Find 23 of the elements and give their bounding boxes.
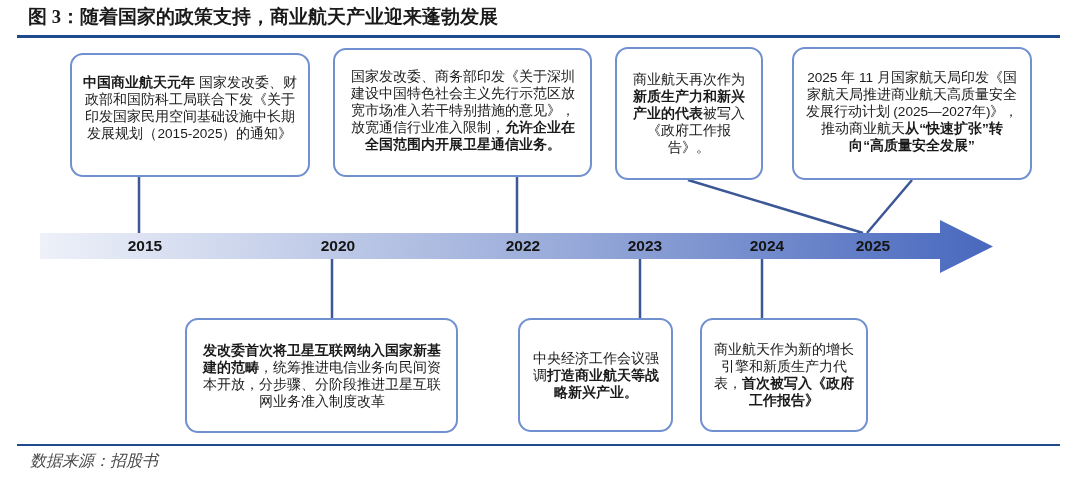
event-box: 中央经济工作会议强调打造商业航天等战略新兴产业。 [518, 318, 673, 432]
event-box: 国家发改委、商务部印发《关于深圳建设中国特色社会主义先行示范区放宽市场准入若干特别措施的意见》，放宽通信行业准入限制，允许企业在全国范围内开展卫星通信业务。 [333, 48, 592, 177]
source-note: 数据来源：招股书 [30, 451, 158, 471]
figure-title: 图 3：随着国家的政策支持，商业航天产业迎来蓬勃发展 [28, 5, 498, 29]
year-label: 2024 [742, 233, 792, 259]
connector-line [866, 179, 913, 234]
connector-line [760, 259, 764, 318]
connector-line [638, 259, 642, 318]
event-box: 中国商业航天元年 国家发改委、财政部和国防科工局联合下发《关于印发国家民用空间基础设施中长期发展规划（2015-2025）的通知》 [70, 53, 310, 177]
event-box: 发改委首次将卫星互联网纳入国家新基建的范畴，统筹推进电信业务向民间资本开放，分步骤、分阶段推进卫星互联网业务准入制度改革 [185, 318, 458, 433]
connector-line [515, 177, 519, 233]
year-label: 2015 [120, 233, 170, 259]
event-box: 商业航天作为新的增长引擎和新质生产力代表，首次被写入《政府工作报告》 [700, 318, 868, 432]
year-label: 2022 [498, 233, 548, 259]
year-label: 2020 [313, 233, 363, 259]
connector-line [137, 177, 141, 233]
year-label: 2025 [848, 233, 898, 259]
timeline-arrow [40, 220, 993, 273]
event-box: 商业航天再次作为新质生产力和新兴产业的代表被写入《政府工作报告》。 [615, 47, 763, 180]
year-label: 2023 [620, 233, 670, 259]
connector-line [330, 259, 334, 318]
connector-line [687, 178, 864, 235]
event-box: 2025 年 11 月国家航天局印发《国家航天局推进商业航天高质量安全发展行动计划 (2025—2027年)》，推动商业航天从“快速扩张”转向“高质量安全发展” [792, 47, 1032, 180]
